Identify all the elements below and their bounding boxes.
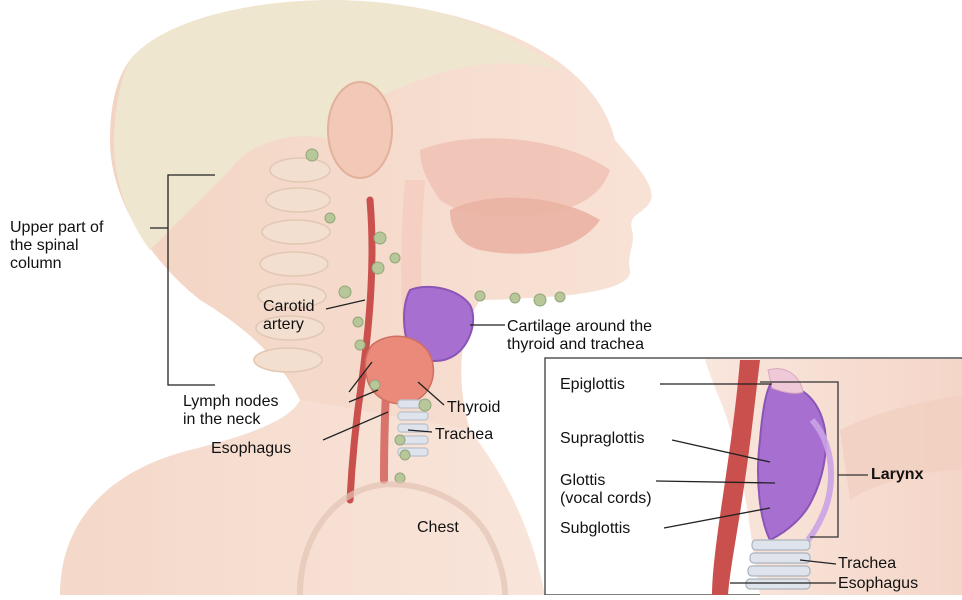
label-subglottis: Subglottis <box>560 520 630 538</box>
label-thyroid: Thyroid <box>447 399 500 417</box>
label-chest: Chest <box>417 519 459 537</box>
label-lymph-nodes: Lymph nodes in the neck <box>183 393 278 429</box>
label-trachea: Trachea <box>435 426 493 444</box>
label-supraglottis: Supraglottis <box>560 430 645 448</box>
label-esophagus: Esophagus <box>211 440 291 458</box>
label-epiglottis: Epiglottis <box>560 376 625 394</box>
label-cartilage: Cartilage around the thyroid and trachea <box>507 318 652 354</box>
label-inset-trachea: Trachea <box>838 555 896 573</box>
thyroid-gland <box>365 336 433 403</box>
label-larynx: Larynx <box>871 466 923 484</box>
ear <box>328 82 392 178</box>
label-carotid-artery: Carotid artery <box>263 298 315 334</box>
label-inset-esophagus: Esophagus <box>838 575 918 593</box>
label-spinal-column: Upper part of the spinal column <box>10 219 103 273</box>
label-glottis: Glottis (vocal cords) <box>560 472 652 508</box>
